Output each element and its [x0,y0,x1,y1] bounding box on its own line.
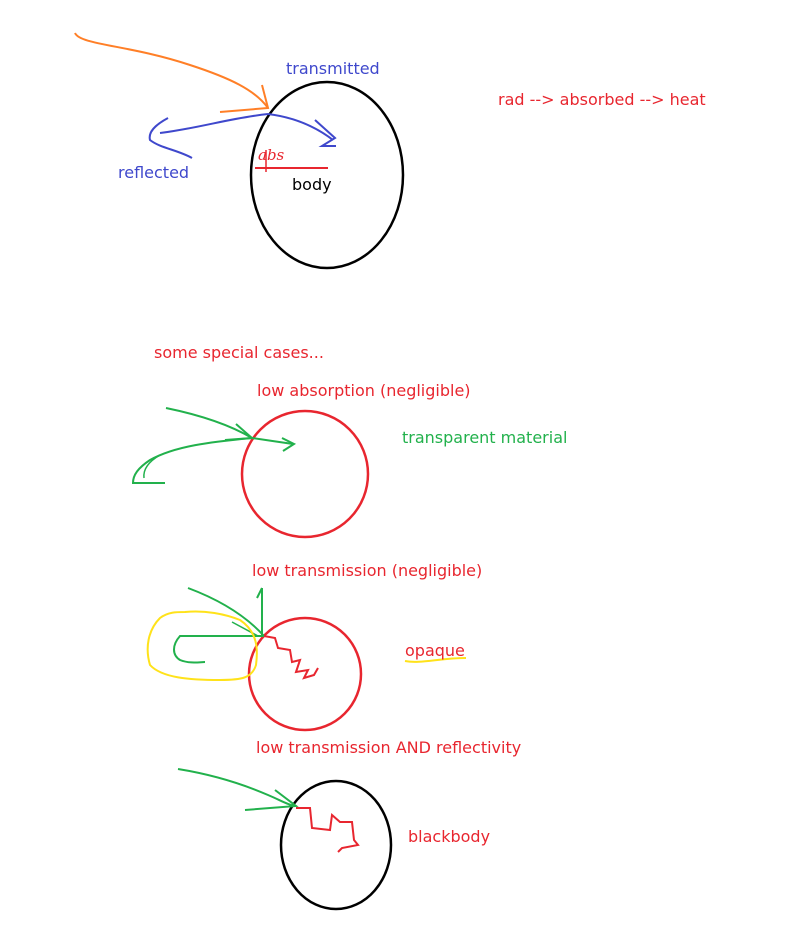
body-circle [249,80,405,270]
reflected-ray-arrowhead [148,117,193,159]
absorption-note: rad --> absorbed --> heat [498,90,706,109]
opaque-reflected-ray [173,635,264,664]
abs-handwritten-label: abs [258,146,285,164]
opaque-incident-ray [187,587,265,637]
blackbody-circle [279,779,393,911]
case-3-result: blackbody [408,827,491,846]
opaque-absorbed-squiggle [263,635,319,680]
transmitted-ray [267,113,334,141]
opaque-reflection-highlight [146,610,258,682]
opaque-underline [404,657,467,663]
transmitted-label: transmitted [286,59,380,78]
case-2-condition: low transmission (negligible) [252,561,483,580]
body-label: body [292,175,332,194]
special-cases-heading: some special cases... [154,343,324,362]
incident-ray-arrowhead [219,84,270,113]
case-1-condition: low absorption (negligible) [257,381,471,400]
transparent-body-circle [240,409,370,539]
case-2-result: opaque [405,641,465,660]
case-1-result: transparent material [402,428,568,447]
incident-ray [74,32,269,109]
blackbody-incident-arrowhead [244,789,299,811]
transparent-incident-ray [165,407,253,439]
case-3-condition: low transmission AND reflectivity [256,738,522,757]
blackbody-incident-ray [177,768,296,807]
transparent-reflected-ray-2 [143,454,161,479]
transparent-transmitted-ray [251,437,294,445]
transparent-reflected-ray [131,437,253,484]
reflected-ray [159,113,269,134]
reflected-label: reflected [118,163,190,182]
opaque-vertical-arrow [256,587,263,636]
transparent-transmitted-arrowhead [281,437,297,452]
blackbody-absorbed-squiggle [296,807,360,853]
transmitted-ray-arrowhead [314,119,337,147]
